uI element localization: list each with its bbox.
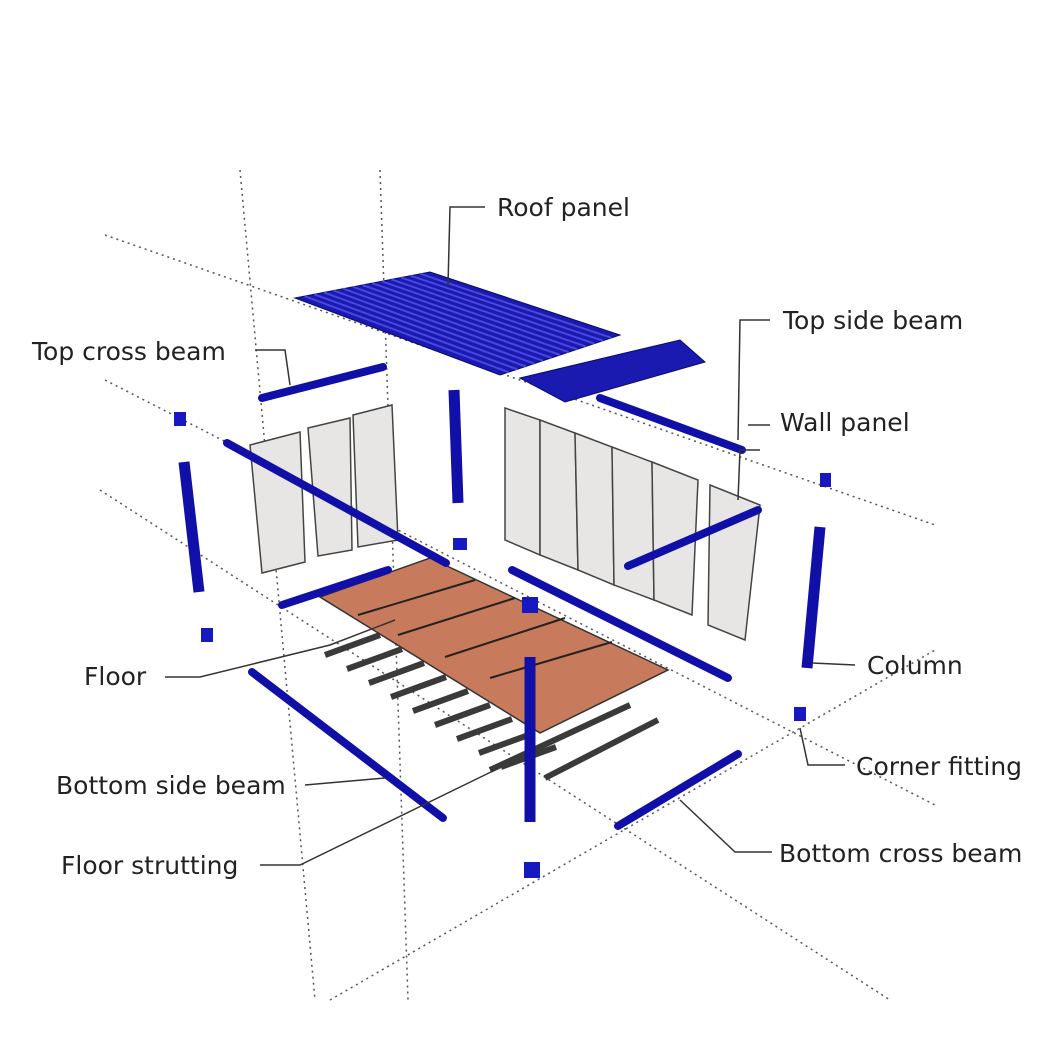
roof-rib [410, 274, 604, 342]
roof-rib [391, 278, 587, 348]
label-column: Column [867, 651, 963, 680]
roof-rib [381, 280, 578, 351]
floor [318, 557, 670, 734]
roof-rib [400, 276, 595, 345]
floor-strut [323, 632, 382, 658]
roof-rib [362, 284, 561, 356]
floor-strut [488, 702, 632, 773]
roof-rib [323, 291, 527, 368]
roof-rib [420, 272, 612, 339]
floor-strut [389, 674, 448, 700]
roof-rib [304, 295, 509, 374]
bottom-cross-beam [614, 750, 742, 830]
top-cross-beam-right [624, 506, 762, 570]
bottom-cross-beam-back [278, 566, 392, 609]
top-side-beam [596, 394, 746, 454]
roof-rib [333, 289, 535, 365]
floor-strut [411, 688, 470, 714]
roof-rib [342, 287, 544, 362]
roof-rib [352, 285, 552, 359]
roof-panel [293, 271, 707, 403]
label-bottom-cross-beam: Bottom cross beam [779, 839, 1023, 868]
top-side-beam-front [223, 439, 450, 567]
top-cross-beam [258, 363, 387, 402]
label-floor: Floor [84, 662, 147, 691]
roof-rib [371, 282, 569, 354]
label-top-side-beam: Top side beam [783, 306, 964, 335]
floor-strut [433, 702, 492, 728]
floor-strut [345, 646, 404, 672]
label-wall-panel: Wall panel [780, 408, 910, 437]
label-floor-strutting: Floor strutting [61, 851, 239, 880]
beams [223, 363, 762, 830]
bottom-side-beam [248, 668, 447, 822]
columns [178, 389, 826, 822]
corner-fittings [174, 412, 831, 878]
roof-rib [313, 293, 518, 371]
bottom-side-beam-back [508, 566, 732, 682]
leader-lines [165, 206, 856, 866]
floor-strut [543, 717, 660, 781]
label-corner-fitting: Corner fitting [856, 752, 1023, 781]
label-roof-panel: Roof panel [497, 193, 630, 222]
floor-strut [367, 660, 426, 686]
label-bottom-side-beam: Bottom side beam [56, 771, 286, 800]
label-top-cross-beam: Top cross beam [32, 337, 226, 366]
floor-strut [455, 716, 514, 742]
floor-seams [357, 579, 613, 679]
